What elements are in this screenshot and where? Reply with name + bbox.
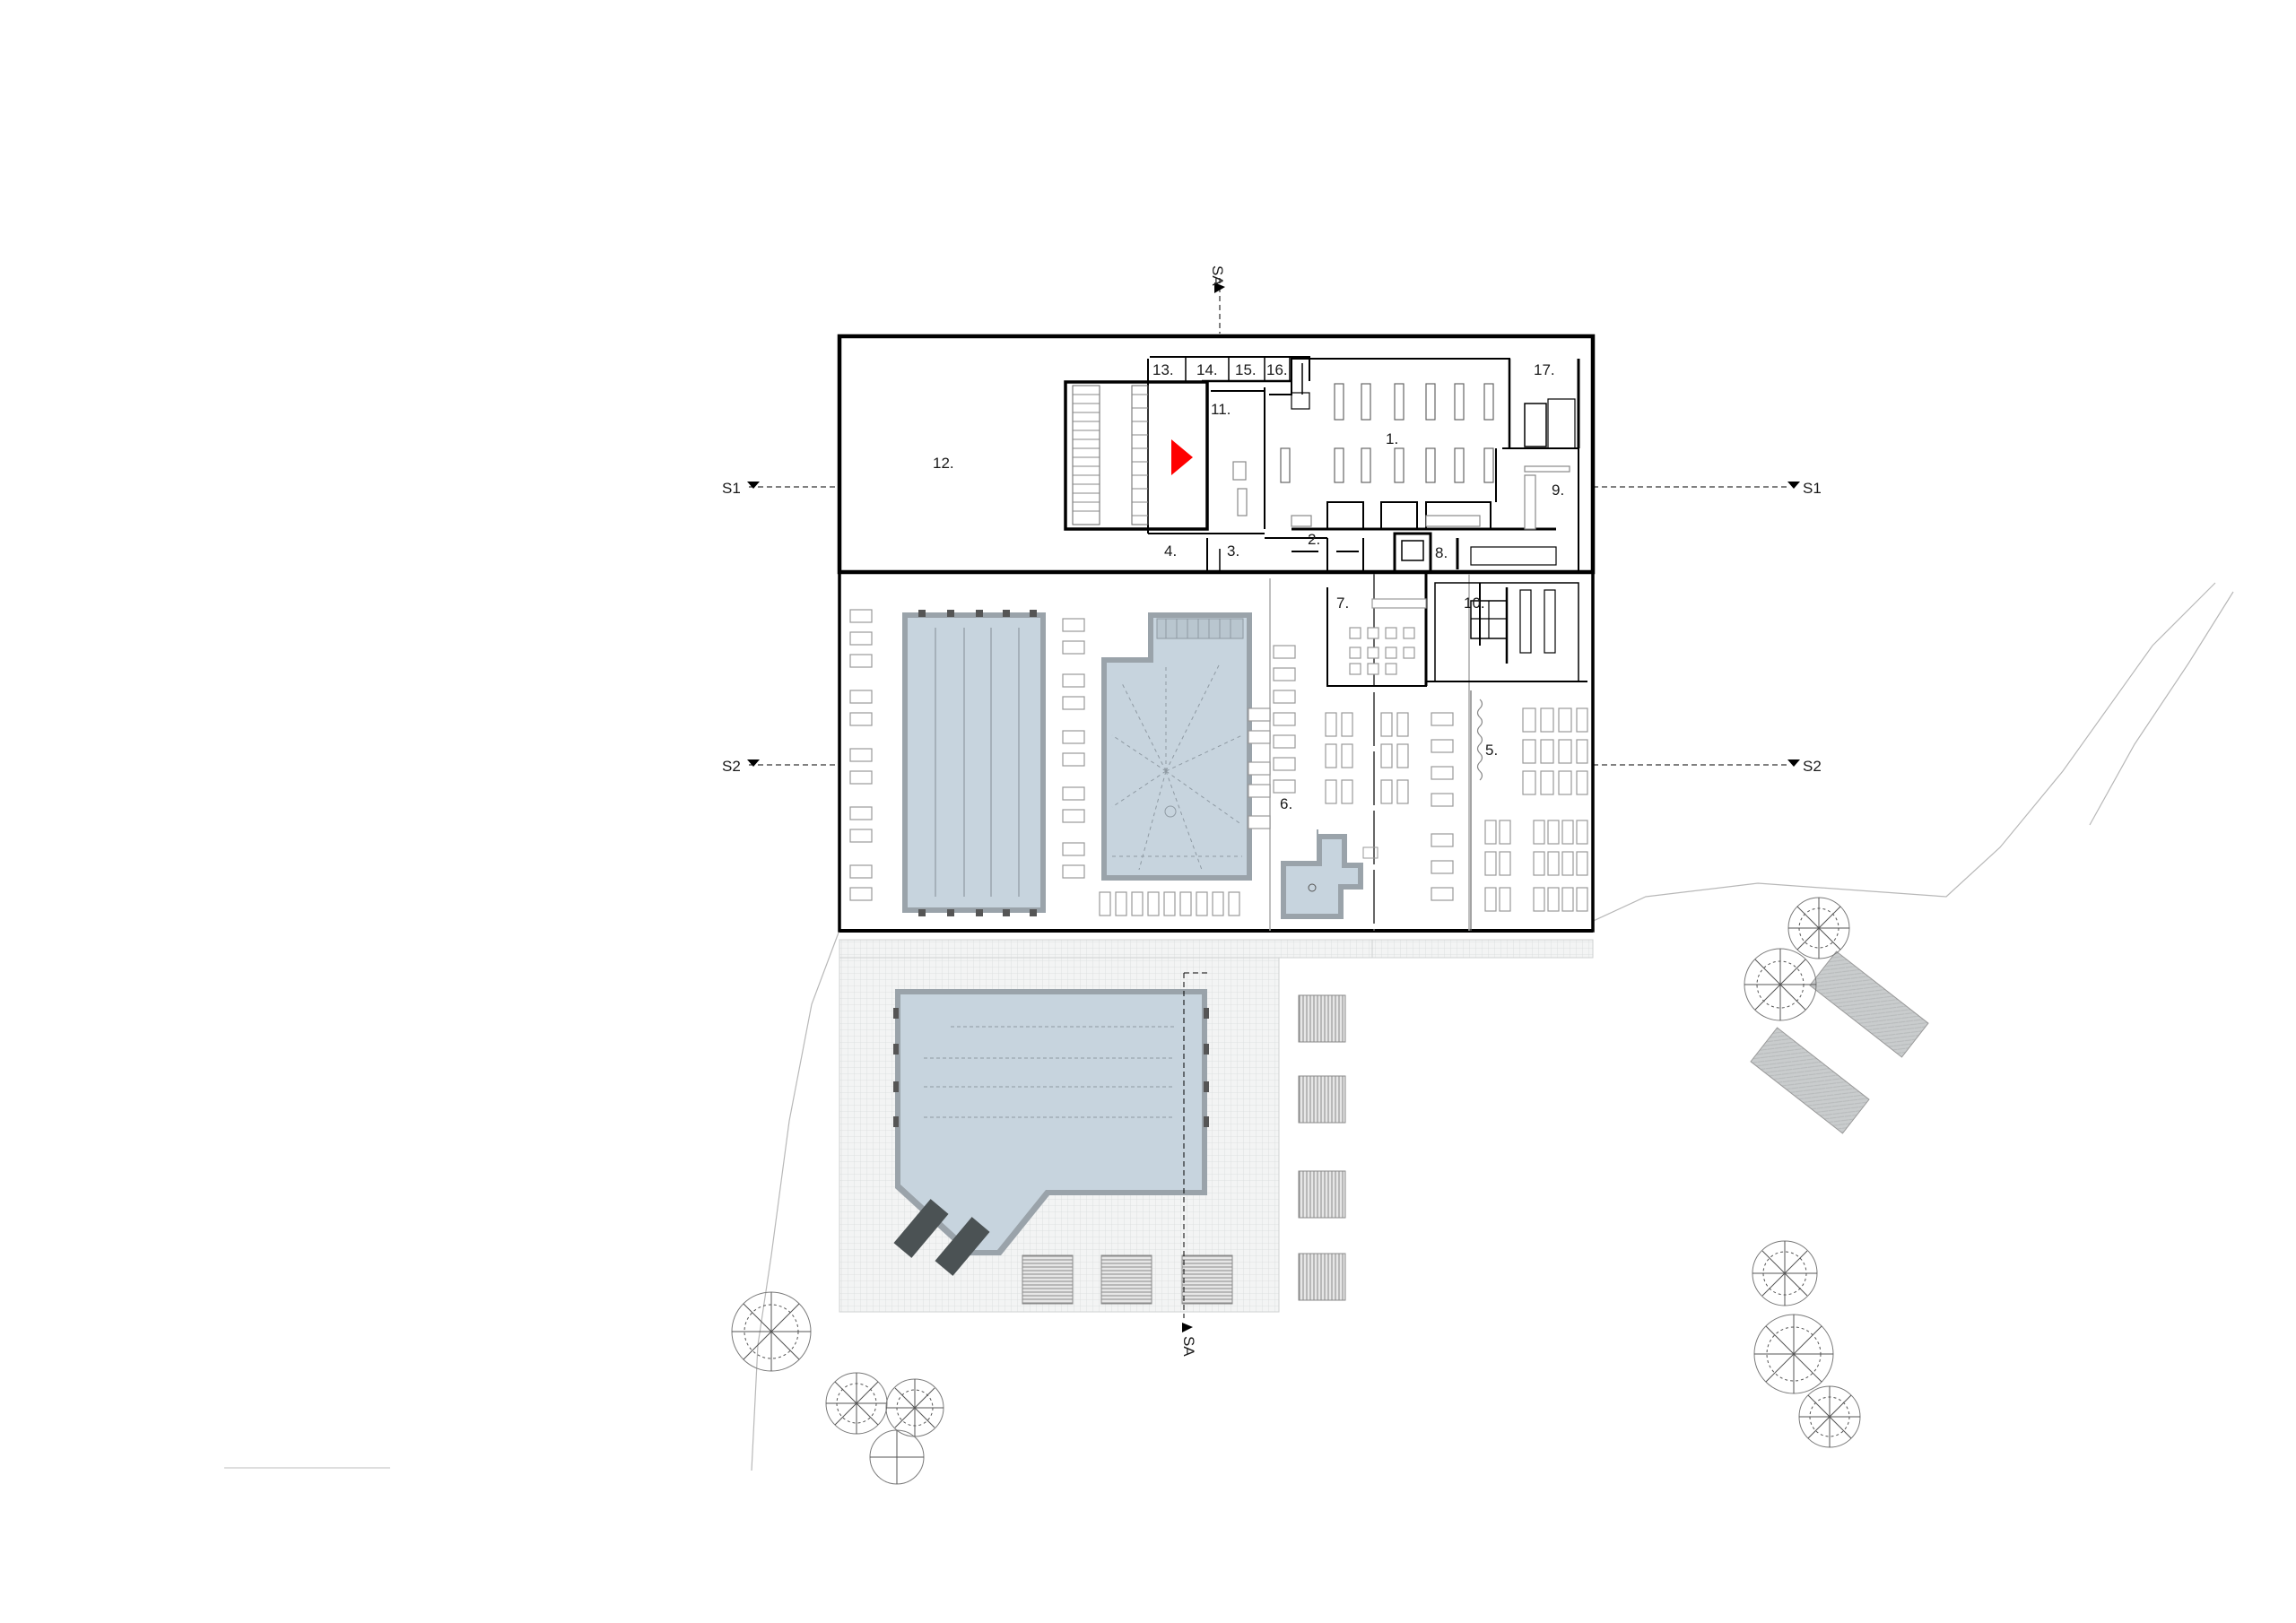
terrain-lines (224, 582, 2234, 1471)
label-room-11: 11. (1211, 401, 1231, 418)
label-room-8: 8. (1435, 544, 1448, 561)
label-room-17: 17. (1534, 361, 1555, 378)
outdoor-pool (893, 989, 1209, 1255)
room-labels: 1. 2. 3. 4. 5. 6. 7. 8. 9. 10. 11. 12. 1… (933, 361, 1564, 812)
label-section-s1-right: S1 (1803, 480, 1822, 497)
small-pool (1281, 829, 1378, 919)
label-room-6: 6. (1280, 795, 1292, 812)
label-section-s2-left: S2 (722, 758, 741, 775)
label-section-s2-right: S2 (1803, 758, 1822, 775)
label-room-2: 2. (1308, 531, 1320, 548)
label-room-5: 5. (1485, 742, 1498, 759)
label-room-15: 15. (1235, 361, 1257, 378)
leisure-pool (1101, 612, 1252, 881)
fixtures (1232, 461, 1570, 530)
label-room-16: 16. (1266, 361, 1288, 378)
label-room-12: 12. (933, 455, 954, 472)
dark-loungers (893, 1199, 990, 1276)
daybeds (1022, 994, 1346, 1305)
label-section-s1-left: S1 (722, 480, 741, 497)
section-markers (749, 278, 1789, 1318)
label-room-9: 9. (1552, 482, 1564, 499)
loungers (849, 598, 1588, 916)
entrance-arrow-icon (1171, 439, 1193, 475)
cabanas (1750, 950, 1929, 1134)
stair-hall (1072, 385, 1149, 525)
label-section-sa-bottom: SA (1180, 1336, 1197, 1357)
partition (1476, 699, 1483, 781)
label-room-4: 4. (1164, 542, 1177, 560)
label-room-3: 3. (1227, 542, 1239, 560)
lower-block (838, 570, 1595, 933)
lap-pool (902, 610, 1046, 916)
label-room-1: 1. (1386, 430, 1398, 447)
label-room-14: 14. (1196, 361, 1218, 378)
trees (731, 897, 1861, 1485)
label-room-10: 10. (1464, 595, 1485, 612)
label-room-7: 7. (1336, 595, 1349, 612)
section-arrow-icons (747, 282, 1800, 1332)
section-labels: SA SA S1 S1 S2 S2 (722, 265, 1822, 1357)
building (837, 334, 1596, 933)
label-section-sa-top: SA (1209, 265, 1226, 286)
label-room-13: 13. (1152, 361, 1174, 378)
